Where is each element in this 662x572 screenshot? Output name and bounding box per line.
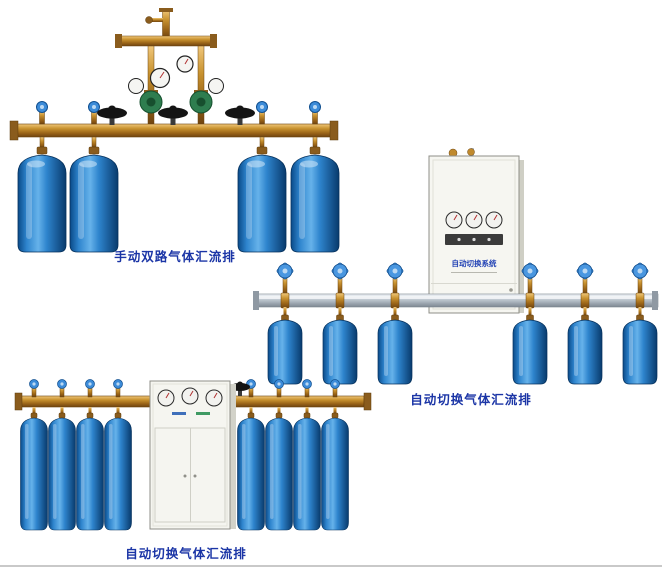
blue-valve-cap [36, 101, 48, 125]
cabinet-gauge [445, 211, 463, 229]
blue-valve-cap [29, 379, 39, 398]
gas-cylinder [237, 406, 265, 531]
pressure-gauge [149, 67, 171, 89]
gas-cylinder [48, 406, 76, 531]
blue-valve-cap [274, 379, 284, 398]
handwheel-valve [225, 105, 255, 125]
gas-cylinder [69, 136, 119, 253]
control-cabinet [149, 380, 236, 530]
indicator-chip [172, 412, 186, 415]
cabinet-gauge [485, 211, 503, 229]
cabinet-gauge [465, 211, 483, 229]
gas-cylinder [76, 406, 104, 531]
auto-manifold-illustration: 自动切换系统 [253, 148, 659, 385]
cabinet-gauge [181, 387, 199, 405]
manual-dual-manifold-image [8, 6, 343, 258]
gas-cylinder [17, 136, 67, 253]
blue-valve-cap [309, 101, 321, 125]
blue-handwheel [521, 262, 539, 295]
caption-manual-dual-manifold: 手动双路气体汇流排 [114, 250, 236, 264]
blue-valve-cap [302, 379, 312, 398]
pressure-regulator [128, 78, 163, 114]
auto-switch-manifold-wall-image: 自动切换系统 [253, 148, 660, 400]
gas-cylinder [20, 406, 48, 531]
door-latch [509, 288, 513, 292]
blue-handwheel [331, 262, 349, 295]
manual-manifold-illustration [9, 8, 340, 253]
auto-switch-manifold-floor-image [14, 376, 376, 562]
indicator-chip [196, 412, 210, 415]
pressure-regulator [189, 78, 224, 114]
blue-handwheel [276, 262, 294, 295]
blue-handwheel [631, 262, 649, 295]
auto-manifold-floor-illustration [14, 379, 372, 531]
handwheel-valve [158, 105, 188, 125]
cabinet-top-valves [448, 148, 475, 158]
gas-cylinder [293, 406, 321, 531]
manifold-pipe [253, 291, 659, 310]
handwheel-valve [97, 105, 127, 125]
blue-valve-cap [330, 379, 340, 398]
gas-cylinder [104, 406, 132, 531]
blue-handwheel [386, 262, 404, 295]
top-feeder-pipes [115, 8, 217, 125]
blue-valve-cap [256, 101, 268, 125]
manifold-pipe [9, 120, 339, 141]
cabinet-gauge [205, 389, 223, 407]
bottom-divider [0, 565, 662, 567]
blue-handwheel [576, 262, 594, 295]
blue-valve-cap [113, 379, 123, 398]
caption-auto-switch-wall: 自动切换气体汇流排 [410, 393, 532, 407]
blue-valve-cap [57, 379, 67, 398]
gas-cylinder [321, 406, 349, 531]
gas-cylinder [265, 406, 293, 531]
pressure-gauge [176, 55, 194, 73]
blue-valve-cap [85, 379, 95, 398]
cabinet-gauge [157, 389, 175, 407]
caption-auto-switch-floor: 自动切换气体汇流排 [125, 547, 247, 561]
control-cabinet: 自动切换系统 [428, 155, 524, 314]
cabinet-label: 自动切换系统 [452, 258, 497, 268]
